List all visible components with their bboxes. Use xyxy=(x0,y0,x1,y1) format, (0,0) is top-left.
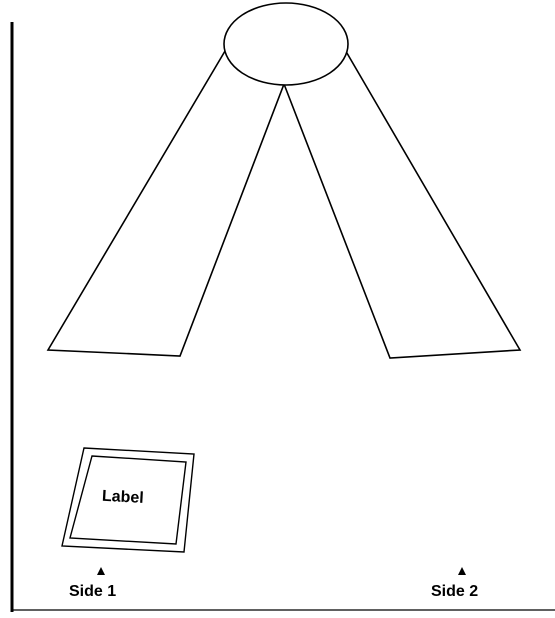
side1-text: Side 1 xyxy=(69,583,116,600)
side2-text: Side 2 xyxy=(431,583,478,600)
top-ring xyxy=(223,2,349,86)
left-strap xyxy=(46,44,285,357)
label-text: Label xyxy=(102,488,145,507)
right-strap xyxy=(283,46,522,359)
side2-marker-icon xyxy=(458,567,466,575)
label-inner-box xyxy=(69,455,187,545)
side1-marker-icon xyxy=(97,567,105,575)
